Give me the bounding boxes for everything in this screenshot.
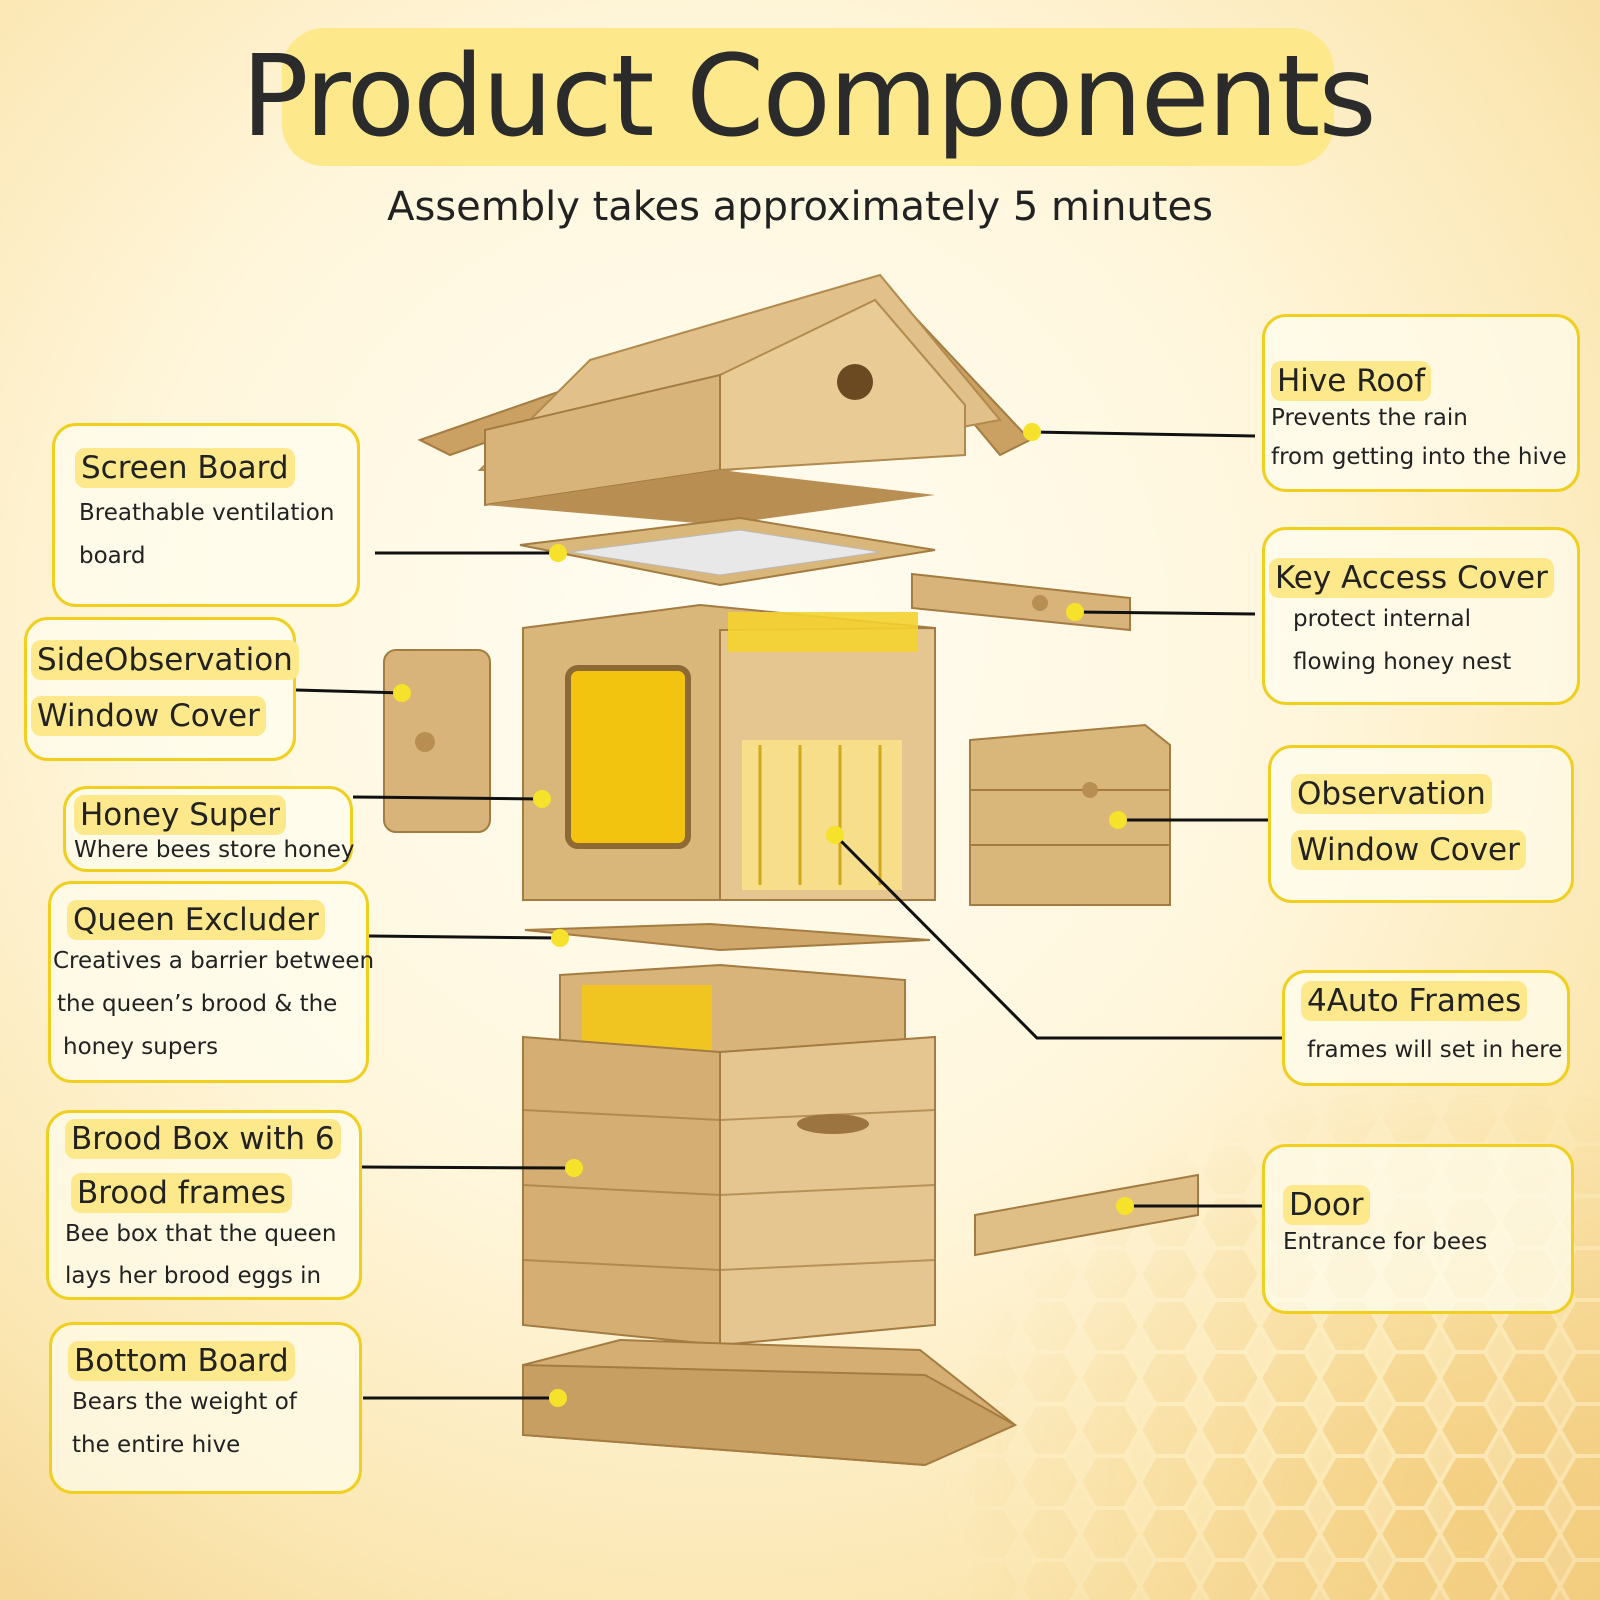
- observation-window-label-1: Observation: [1291, 774, 1492, 814]
- callout-auto-frames: 4Auto Frames frames will set in here: [1282, 970, 1570, 1086]
- hive-roof-desc-2: from getting into the hive: [1271, 444, 1567, 470]
- door-label: Door: [1283, 1185, 1370, 1225]
- brood-box-desc-2: lays her brood eggs in: [65, 1263, 322, 1289]
- title-highlight: Product Components: [241, 28, 1377, 166]
- key-access-cover-label: Key Access Cover: [1269, 558, 1554, 598]
- hive-roof-label: Hive Roof: [1271, 361, 1432, 401]
- queen-excluder-label: Queen Excluder: [67, 900, 325, 940]
- callout-bottom-board: Bottom Board Bears the weight of the ent…: [49, 1322, 362, 1494]
- screen-board-part: [519, 516, 936, 587]
- page-subtitle: Assembly takes approximately 5 minutes: [387, 184, 1213, 230]
- honeycomb-background: [900, 1040, 1600, 1600]
- callout-brood-box: Brood Box with 6 Brood frames Bee box th…: [46, 1110, 362, 1300]
- queen-excluder-desc-1: Creatives a barrier between: [53, 948, 375, 974]
- key-access-cover-desc-1: protect internal: [1293, 606, 1472, 632]
- side-observation-label-2: Window Cover: [31, 696, 266, 736]
- side-observation-label-1: SideObservation: [31, 640, 299, 680]
- observation-window-label-2: Window Cover: [1291, 830, 1526, 870]
- honey-super-label: Honey Super: [74, 795, 287, 835]
- queen-excluder-part: [524, 922, 931, 952]
- callout-observation-window: Observation Window Cover: [1268, 745, 1574, 903]
- brood-box-label-2: Brood frames: [71, 1173, 292, 1213]
- queen-excluder-desc-2: the queen’s brood & the: [57, 991, 338, 1017]
- screen-board-desc-2: board: [79, 543, 146, 569]
- key-access-cover-part: [911, 572, 1131, 632]
- brood-box-part: [522, 963, 936, 1347]
- screen-board-desc-1: Breathable ventilation: [79, 500, 335, 526]
- key-access-cover-desc-2: flowing honey nest: [1293, 649, 1512, 675]
- callout-hive-roof: Hive Roof Prevents the rain from getting…: [1262, 314, 1580, 492]
- bottom-board-label: Bottom Board: [68, 1341, 295, 1381]
- honey-super-part: [522, 603, 936, 901]
- callout-key-access-cover: Key Access Cover protect internal flowin…: [1262, 527, 1580, 705]
- callout-side-observation: SideObservation Window Cover: [24, 617, 299, 761]
- door-part: [974, 1173, 1199, 1257]
- bottom-board-desc-2: the entire hive: [72, 1432, 241, 1458]
- callout-queen-excluder: Queen Excluder Creatives a barrier betwe…: [48, 881, 375, 1083]
- screen-board-label: Screen Board: [75, 448, 295, 488]
- bottom-board-part: [522, 1338, 1018, 1467]
- door-desc: Entrance for bees: [1283, 1229, 1488, 1255]
- brood-box-label-1: Brood Box with 6: [65, 1119, 341, 1159]
- bottom-board-desc-1: Bears the weight of: [72, 1389, 297, 1415]
- hive-roof-desc-1: Prevents the rain: [1271, 405, 1468, 431]
- callout-door: Door Entrance for bees: [1262, 1144, 1574, 1314]
- honey-super-desc: Where bees store honey: [74, 837, 355, 863]
- hive-roof-part: [417, 273, 1032, 525]
- auto-frames-desc: frames will set in here: [1307, 1037, 1563, 1063]
- page-title: Product Components: [241, 32, 1376, 162]
- callout-screen-board: Screen Board Breathable ventilation boar…: [52, 423, 360, 607]
- queen-excluder-desc-3: honey supers: [63, 1034, 219, 1060]
- observation-window-cover-part: [969, 723, 1171, 906]
- side-window-cover-part: [383, 649, 491, 833]
- auto-frames-label: 4Auto Frames: [1301, 981, 1528, 1021]
- brood-box-desc-1: Bee box that the queen: [65, 1221, 337, 1247]
- callout-honey-super: Honey Super Where bees store honey: [63, 786, 355, 872]
